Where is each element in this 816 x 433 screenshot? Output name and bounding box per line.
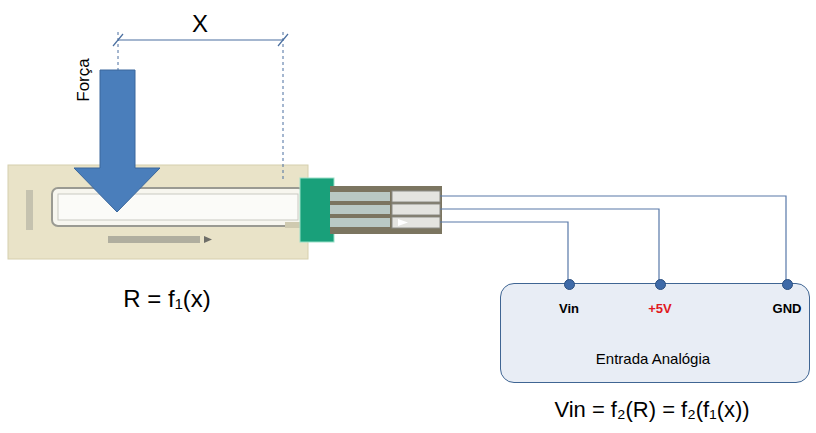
tail-trace <box>330 218 390 227</box>
dimension-tick <box>113 34 123 46</box>
force-label: Força <box>74 58 94 101</box>
pin <box>392 204 440 215</box>
sensor-edge <box>8 165 308 259</box>
pin <box>392 217 440 228</box>
printed-mark <box>26 190 33 230</box>
tail-trace <box>330 192 390 201</box>
equation: Vin = f₂(R) = f₂(f₁(x)) <box>554 397 749 423</box>
dimension-tick <box>278 34 288 46</box>
printed-mark <box>204 236 212 243</box>
pin-label: +5V <box>648 301 672 316</box>
pin-dot <box>655 279 666 290</box>
wire <box>440 209 659 283</box>
pin-dot <box>782 279 793 290</box>
printed-mark <box>108 236 200 243</box>
sensor-substrate <box>8 165 308 259</box>
pin-dot <box>564 279 575 290</box>
pin-mark <box>398 219 408 226</box>
box-title: Entrada Analógia <box>596 350 710 367</box>
pin-label: Vin <box>559 301 579 316</box>
pin-label: GND <box>773 301 802 316</box>
sensor-tail <box>330 186 442 234</box>
connector-stiffener <box>300 178 334 242</box>
extension-line <box>283 32 284 180</box>
dimension-label: X <box>192 10 208 38</box>
sensor-window <box>58 194 298 220</box>
wire <box>440 222 568 283</box>
sensor-track <box>52 188 304 226</box>
analog-input-box: Vin +5V GND Entrada Analógia <box>500 283 810 383</box>
wire <box>440 196 786 283</box>
dimension-line <box>118 39 283 40</box>
pin <box>392 191 440 202</box>
equation: R = f₁(x) <box>123 285 210 313</box>
tail-trace <box>330 205 390 214</box>
connector-edge <box>300 178 334 242</box>
